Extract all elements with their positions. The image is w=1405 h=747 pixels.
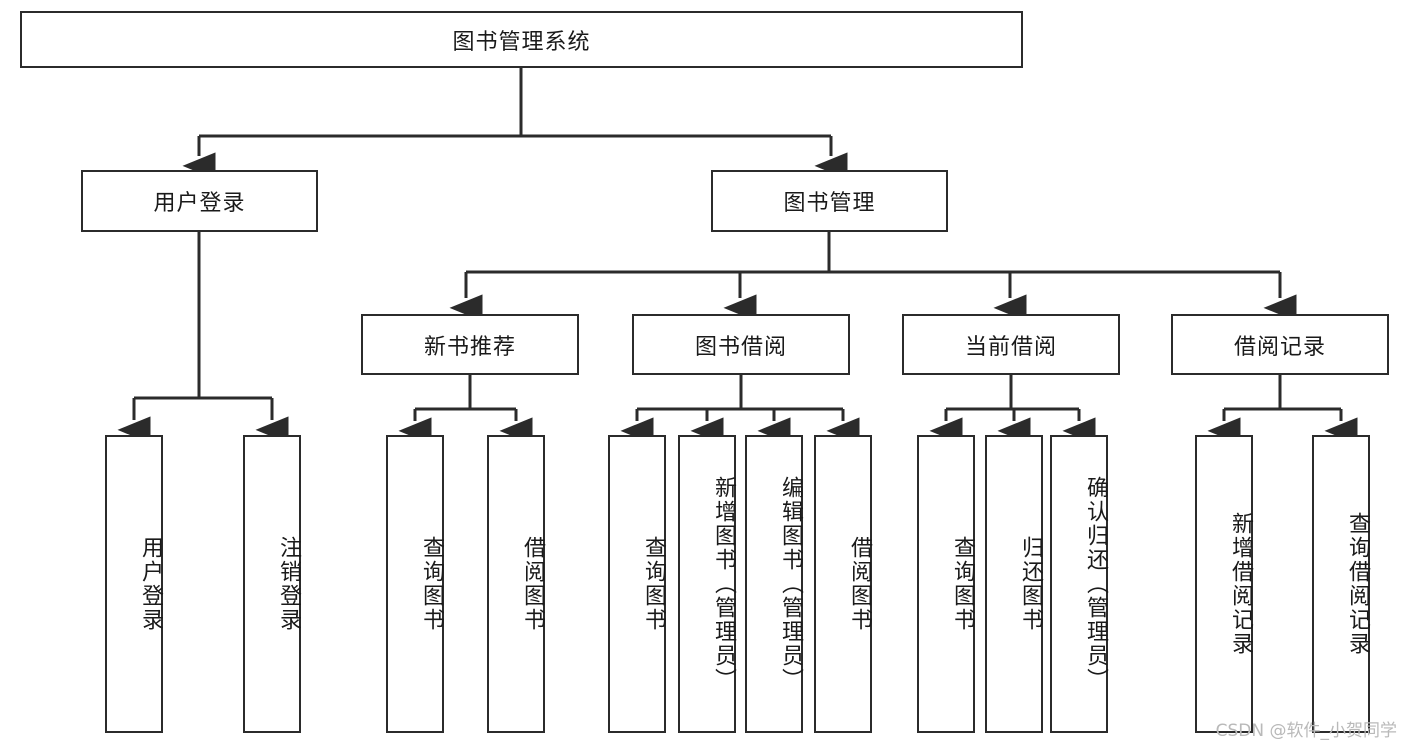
node-leaf-query-book-current[interactable]: 查询图书 [917, 435, 975, 733]
node-new-book-recommend[interactable]: 新书推荐 [361, 314, 579, 375]
node-leaf-user-logout[interactable]: 注销登录 [243, 435, 301, 733]
node-leaf-query-borrow-record[interactable]: 查询借阅记录 [1312, 435, 1370, 733]
node-leaf-confirm-return-admin[interactable]: 确认归还（管理员） [1050, 435, 1108, 733]
node-leaf-borrow-book[interactable]: 借阅图书 [814, 435, 872, 733]
csdn-watermark: CSDN @软件_小贺同学 [1215, 721, 1397, 741]
node-leaf-return-book[interactable]: 归还图书 [985, 435, 1043, 733]
node-root-system[interactable]: 图书管理系统 [20, 11, 1023, 68]
node-leaf-user-login[interactable]: 用户登录 [105, 435, 163, 733]
node-leaf-add-borrow-record[interactable]: 新增借阅记录 [1195, 435, 1253, 733]
node-current-borrow[interactable]: 当前借阅 [902, 314, 1120, 375]
node-book-management[interactable]: 图书管理 [711, 170, 948, 232]
node-user-login[interactable]: 用户登录 [81, 170, 318, 232]
node-leaf-query-book-recommend[interactable]: 查询图书 [386, 435, 444, 733]
node-leaf-edit-book-admin[interactable]: 编辑图书（管理员） [745, 435, 803, 733]
node-leaf-borrow-book-recommend[interactable]: 借阅图书 [487, 435, 545, 733]
node-leaf-query-book-borrow[interactable]: 查询图书 [608, 435, 666, 733]
node-book-borrow[interactable]: 图书借阅 [632, 314, 850, 375]
node-borrow-records[interactable]: 借阅记录 [1171, 314, 1389, 375]
node-leaf-add-book-admin[interactable]: 新增图书（管理员） [678, 435, 736, 733]
